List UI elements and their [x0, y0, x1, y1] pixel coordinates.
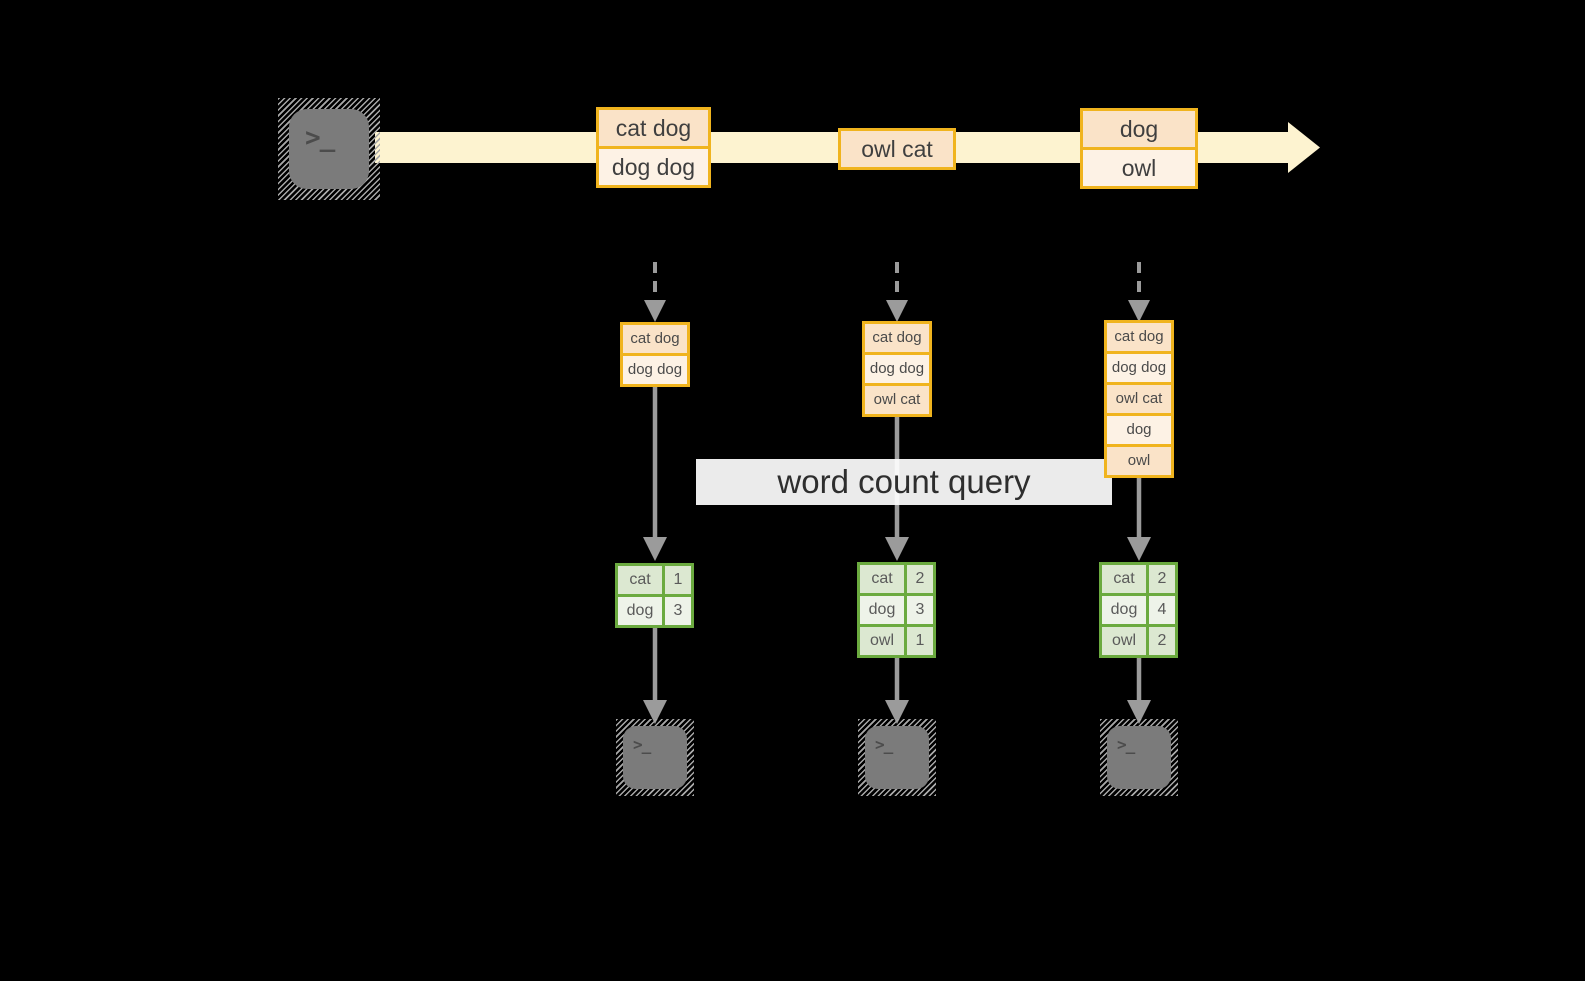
count-word: cat: [618, 566, 662, 594]
count-word: dog: [618, 597, 662, 625]
state-row: owl: [1107, 444, 1171, 475]
table-to-sink-arrows: [652, 628, 1142, 701]
dashed-arrowheads: [644, 300, 1150, 322]
terminal-prompt-icon: >_: [1117, 735, 1135, 754]
state-row: dog dog: [865, 352, 929, 383]
terminal-screen: >_: [1107, 726, 1171, 789]
count-table-1: cat 1 dog 3: [615, 563, 694, 628]
count-word: dog: [860, 596, 904, 624]
stream-event: cat dog: [599, 110, 708, 146]
terminal-prompt-icon: >_: [875, 735, 893, 754]
state-row: cat dog: [1107, 323, 1171, 351]
query-label: word count query: [696, 459, 1112, 505]
sink-terminal-icon-2: >_: [858, 719, 936, 796]
source-terminal-icon: >_: [278, 98, 380, 200]
stream-event: dog: [1083, 111, 1195, 147]
state-box-1: cat dog dog dog: [620, 322, 690, 387]
table-to-sink-arrowheads: [643, 700, 1151, 724]
stream-event: owl cat: [841, 131, 953, 167]
batch-to-state-dashed-arrows: [653, 262, 1141, 300]
count-value: 3: [665, 597, 691, 625]
stream-batch-3: dog owl: [1080, 108, 1198, 189]
state-row: dog dog: [1107, 351, 1171, 382]
count-value: 2: [1149, 565, 1175, 593]
state-row: dog: [1107, 413, 1171, 444]
count-word: owl: [1102, 627, 1146, 655]
state-row: cat dog: [623, 325, 687, 353]
state-row: dog dog: [623, 353, 687, 384]
count-value: 1: [665, 566, 691, 594]
count-value: 2: [907, 565, 933, 593]
state-box-3: cat dog dog dog owl cat dog owl: [1104, 320, 1174, 478]
terminal-screen: >_: [623, 726, 687, 789]
count-value: 2: [1149, 627, 1175, 655]
count-table-3: cat 2 dog 4 owl 2: [1099, 562, 1178, 658]
stream-batch-1: cat dog dog dog: [596, 107, 711, 188]
sink-terminal-icon-3: >_: [1100, 719, 1178, 796]
state-row: owl cat: [865, 383, 929, 414]
count-value: 3: [907, 596, 933, 624]
count-value: 4: [1149, 596, 1175, 624]
count-word: owl: [860, 627, 904, 655]
stream-event: owl: [1083, 147, 1195, 186]
terminal-prompt-icon: >_: [633, 735, 651, 754]
count-word: dog: [1102, 596, 1146, 624]
state-row: owl cat: [1107, 382, 1171, 413]
state-to-table-arrowheads: [643, 537, 1151, 561]
sink-terminal-icon-1: >_: [616, 719, 694, 796]
count-table-2: cat 2 dog 3 owl 1: [857, 562, 936, 658]
stream-timeline-arrowhead-icon: [1288, 122, 1320, 173]
state-box-2: cat dog dog dog owl cat: [862, 321, 932, 417]
count-word: cat: [860, 565, 904, 593]
state-row: cat dog: [865, 324, 929, 352]
count-word: cat: [1102, 565, 1146, 593]
terminal-screen: >_: [289, 109, 369, 189]
terminal-prompt-icon: >_: [305, 123, 335, 153]
terminal-screen: >_: [865, 726, 929, 789]
count-value: 1: [907, 627, 933, 655]
stream-event: dog dog: [599, 146, 708, 185]
stream-batch-2: owl cat: [838, 128, 956, 170]
